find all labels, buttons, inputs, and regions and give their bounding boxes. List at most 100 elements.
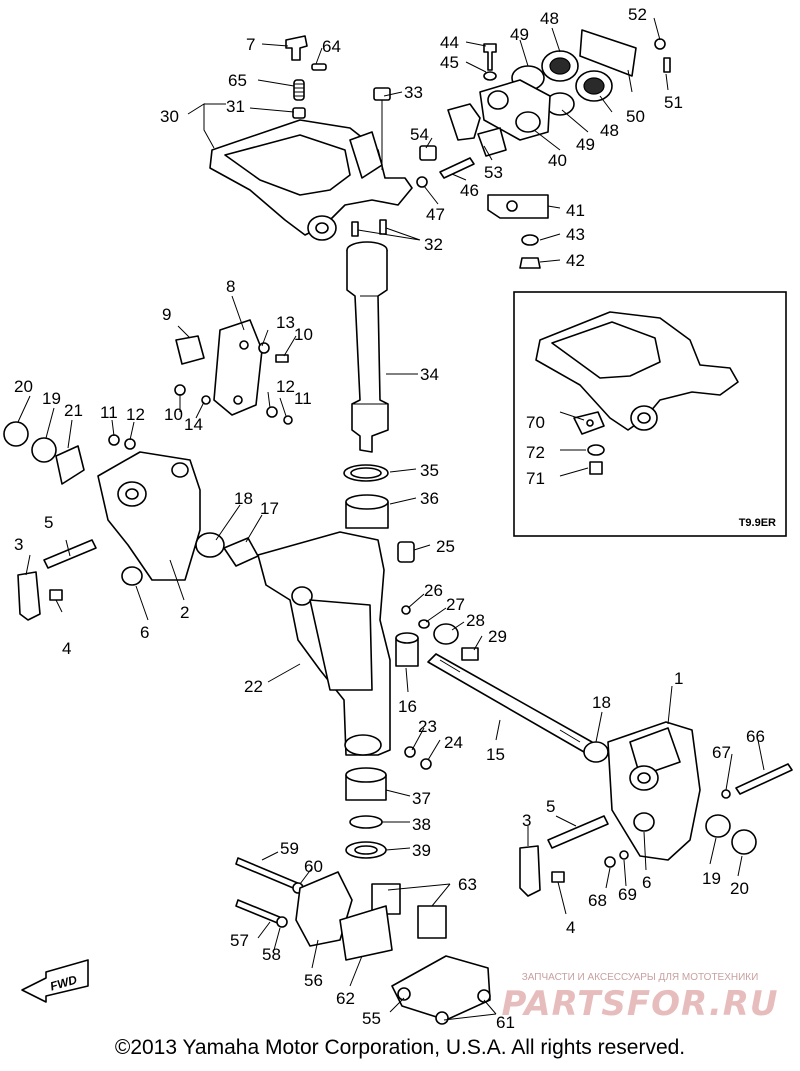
copyright-notice: ©2013 Yamaha Motor Corporation, U.S.A. A…	[114, 1036, 686, 1059]
watermark: ЗАПЧАСТИ И АКСЕССУАРЫ ДЛЯ МОТОТЕХНИКИ PA…	[480, 972, 800, 1032]
callout-9: 9	[162, 305, 171, 324]
callout-66: 66	[746, 727, 765, 746]
callout-4: 4	[566, 918, 575, 937]
callout-32: 32	[424, 235, 443, 254]
callout-51: 51	[664, 93, 683, 112]
callout-35: 35	[420, 461, 439, 480]
callout-13: 13	[276, 313, 295, 332]
callout-2: 2	[180, 603, 189, 622]
callout-31: 31	[226, 97, 245, 116]
callout-29: 29	[488, 627, 507, 646]
callout-5: 5	[546, 797, 555, 816]
callout-18: 18	[234, 489, 253, 508]
callout-16: 16	[398, 697, 417, 716]
callout-67: 67	[712, 743, 731, 762]
callout-6: 6	[140, 623, 149, 642]
callout-38: 38	[412, 815, 431, 834]
callout-45: 45	[440, 53, 459, 72]
callout-71: 71	[526, 469, 545, 488]
callout-11: 11	[294, 389, 312, 408]
callout-52: 52	[628, 5, 647, 24]
callout-27: 27	[446, 595, 465, 614]
callout-10: 10	[294, 325, 313, 344]
callout-56: 56	[304, 971, 323, 990]
callout-14: 14	[184, 415, 203, 434]
callout-labels: 1 2 3 3 4 4 5 5 6 6 7 8 9 10 10 11 11 12…	[14, 5, 765, 1032]
callout-6: 6	[642, 873, 651, 892]
callout-5: 5	[44, 513, 53, 532]
steering-shaft-drawing	[346, 241, 389, 453]
inset-box: T9.9ER	[513, 291, 787, 537]
watermark-logo: PARTSFOR.RU	[501, 984, 779, 1024]
callout-50: 50	[626, 107, 645, 126]
callout-54: 54	[410, 125, 429, 144]
callout-22: 22	[244, 677, 263, 696]
callout-19: 19	[702, 869, 721, 888]
callout-69: 69	[618, 885, 637, 904]
callout-4: 4	[62, 639, 71, 658]
callout-17: 17	[260, 499, 279, 518]
callout-42: 42	[566, 251, 585, 270]
callout-61: 61	[496, 1013, 515, 1032]
callout-18: 18	[592, 693, 611, 712]
callout-19: 19	[42, 389, 61, 408]
callout-7: 7	[246, 35, 255, 54]
callout-20: 20	[14, 377, 33, 396]
callout-30: 30	[160, 107, 179, 126]
callout-15: 15	[486, 745, 505, 764]
callout-26: 26	[424, 581, 443, 600]
callout-65: 65	[228, 71, 247, 90]
callout-39: 39	[412, 841, 431, 860]
clamp-bracket-right-drawing	[519, 721, 793, 897]
callout-58: 58	[262, 945, 281, 964]
callout-24: 24	[444, 733, 463, 752]
callout-10: 10	[164, 405, 183, 424]
leader-lines	[17, 17, 765, 1021]
callout-36: 36	[420, 489, 439, 508]
callout-34: 34	[420, 365, 439, 384]
callout-21: 21	[64, 401, 83, 420]
callout-48: 48	[600, 121, 619, 140]
detent-parts-drawing	[285, 35, 391, 170]
callout-62: 62	[336, 989, 355, 1008]
callout-33: 33	[404, 83, 423, 102]
swivel-bracket-drawing	[257, 531, 479, 770]
callout-48: 48	[540, 9, 559, 28]
callout-63: 63	[458, 875, 477, 894]
callout-55: 55	[362, 1009, 381, 1028]
callout-44: 44	[440, 33, 459, 52]
callout-68: 68	[588, 891, 607, 910]
inset-model-label: T9.9ER	[739, 517, 776, 529]
callout-28: 28	[466, 611, 485, 630]
callout-60: 60	[304, 857, 323, 876]
callout-12: 12	[276, 377, 295, 396]
callout-40: 40	[548, 151, 567, 170]
callout-1: 1	[674, 669, 683, 688]
bushings-upper-drawing	[343, 464, 389, 529]
callout-49: 49	[510, 25, 529, 44]
watermark-subtitle: ЗАПЧАСТИ И АКСЕССУАРЫ ДЛЯ МОТОТЕХНИКИ	[521, 972, 759, 983]
callout-43: 43	[566, 225, 585, 244]
callout-41: 41	[566, 201, 585, 220]
callout-64: 64	[322, 37, 341, 56]
callout-49: 49	[576, 135, 595, 154]
callout-57: 57	[230, 931, 249, 950]
callout-25: 25	[436, 537, 455, 556]
callout-11: 11	[100, 403, 118, 422]
steering-arm-drawing	[209, 119, 413, 241]
callout-23: 23	[418, 717, 437, 736]
lower-mount-drawing	[235, 857, 491, 1025]
bracket-cluster-drawing	[416, 29, 671, 269]
callout-53: 53	[484, 163, 503, 182]
callout-47: 47	[426, 205, 445, 224]
clamp-bracket-left-drawing	[3, 319, 293, 621]
fwd-arrow: FWD	[21, 959, 89, 1003]
callout-46: 46	[460, 181, 479, 200]
callout-8: 8	[226, 277, 235, 296]
bushings-lower-drawing	[345, 767, 387, 859]
callout-12: 12	[126, 405, 145, 424]
callout-70: 70	[526, 413, 545, 432]
callout-72: 72	[526, 443, 545, 462]
callout-59: 59	[280, 839, 299, 858]
